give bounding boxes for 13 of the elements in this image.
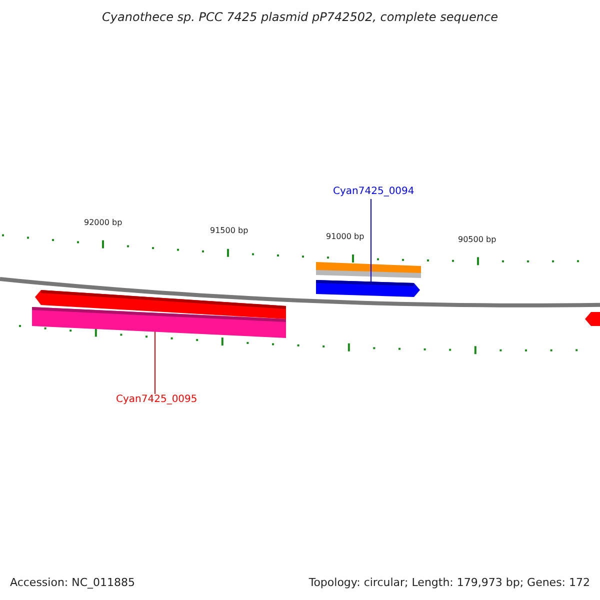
leader-line <box>154 330 156 394</box>
gene-label: Cyan7425_0095 <box>116 394 198 405</box>
title: Cyanothece sp. PCC 7425 plasmid pP742502, complete sequence <box>101 10 499 24</box>
gene-arrow <box>316 280 420 297</box>
info-text: Topology: circular; Length: 179,973 bp; Genes: 172 <box>308 576 590 589</box>
leader-line <box>370 198 372 284</box>
gene-label: Cyan7425_0094 <box>333 186 414 197</box>
tick-label: 91500 bp <box>210 226 248 235</box>
gene-bar <box>32 307 286 338</box>
info-text: Accession: NC_011885 <box>10 576 136 589</box>
tick-label: 90500 bp <box>458 235 496 244</box>
tick-label: 91000 bp <box>326 232 364 241</box>
tick-label: 92000 bp <box>84 218 122 227</box>
